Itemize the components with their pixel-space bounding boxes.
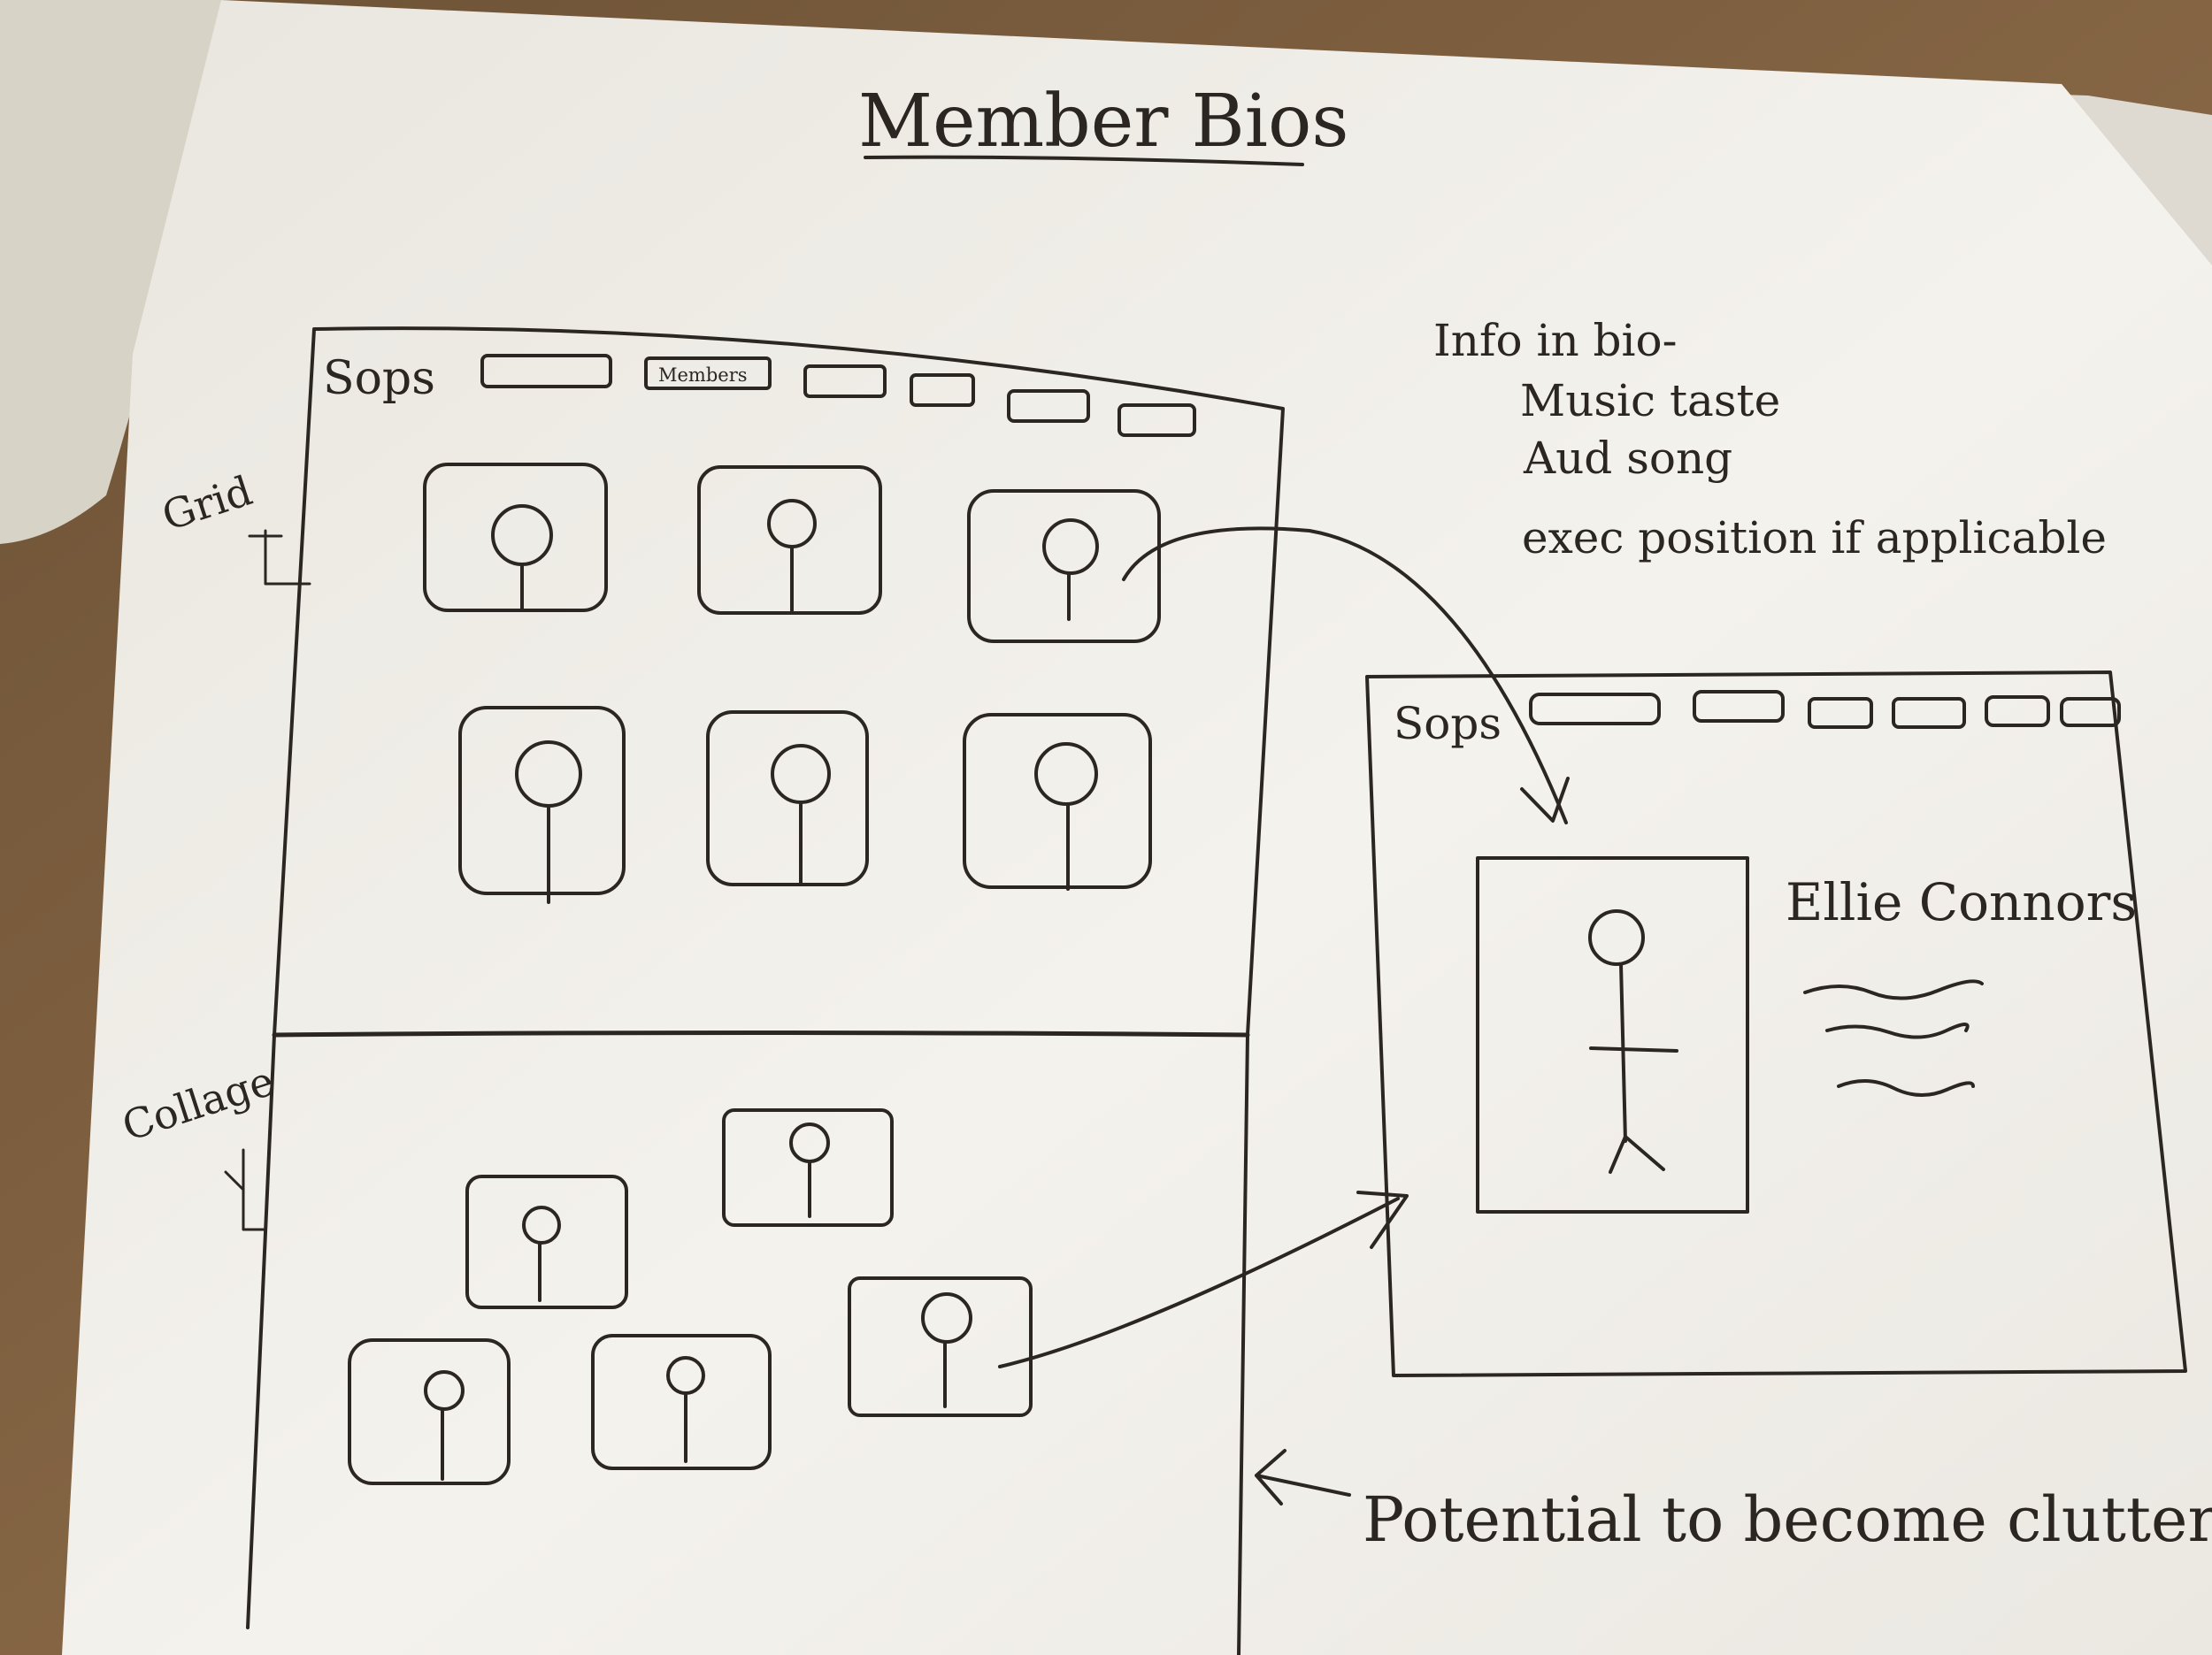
collage-member-card[interactable] (722, 1108, 894, 1227)
detail-nav-tab[interactable] (1985, 695, 2050, 727)
detail-mockup-frame (1365, 670, 2187, 1377)
detail-nav-tab[interactable] (1693, 690, 1785, 723)
collage-member-card[interactable] (591, 1334, 772, 1470)
grid-member-card[interactable] (706, 710, 869, 886)
grid-member-card[interactable] (458, 706, 626, 904)
collage-member-card[interactable] (465, 1175, 628, 1309)
grid-member-card[interactable] (697, 465, 882, 615)
clutter-note: Potential to become cluttered (1363, 1483, 2212, 1556)
info-item: exec position if applicable (1522, 512, 2107, 563)
collage-member-card[interactable] (848, 1276, 1033, 1417)
bio-text-lines (1803, 979, 1984, 1098)
grid-to-detail-arrowhead (1520, 777, 1570, 823)
nav-brand: Sops (323, 352, 435, 405)
info-item: Aud song (1523, 433, 1732, 484)
grid-to-detail-arrow (1122, 526, 1568, 824)
grid-member-card[interactable] (963, 713, 1152, 891)
collage-bracket (224, 1148, 267, 1231)
nav-tab[interactable] (803, 364, 887, 398)
grid-member-card[interactable] (423, 463, 608, 612)
collage-member-card[interactable] (348, 1338, 511, 1485)
nav-tab-members-label: Members (658, 364, 748, 386)
info-item: Music taste (1520, 375, 1780, 426)
note-arrow (1255, 1449, 1351, 1506)
detail-nav-tab[interactable] (1529, 693, 1661, 725)
info-heading: Info in bio- (1433, 315, 1678, 366)
corner-object (0, 0, 221, 544)
collage-to-detail-arrow (998, 1197, 1400, 1368)
member-name: Ellie Connors (1786, 872, 2137, 932)
member-photo (1476, 856, 1749, 1214)
grid-member-card[interactable] (967, 489, 1161, 643)
nav-tab[interactable] (480, 354, 612, 388)
section-divider (272, 1031, 1250, 1038)
detail-nav-brand: Sops (1394, 698, 1502, 749)
paper-sheet (62, 0, 2212, 1655)
collage-to-detail-arrowhead (1356, 1191, 1409, 1249)
nav-tab[interactable] (1007, 389, 1090, 423)
nav-tab[interactable] (910, 373, 975, 407)
detail-nav-tab[interactable] (1808, 697, 1873, 729)
title-underline (864, 155, 1304, 166)
nav-tab[interactable] (1118, 403, 1196, 437)
page-title: Member Bios (858, 80, 1348, 164)
detail-nav-tab[interactable] (1892, 697, 1966, 729)
nav-tab-members[interactable]: Members (644, 356, 772, 390)
detail-nav-tab[interactable] (2060, 697, 2121, 727)
grid-bracket (248, 529, 311, 586)
